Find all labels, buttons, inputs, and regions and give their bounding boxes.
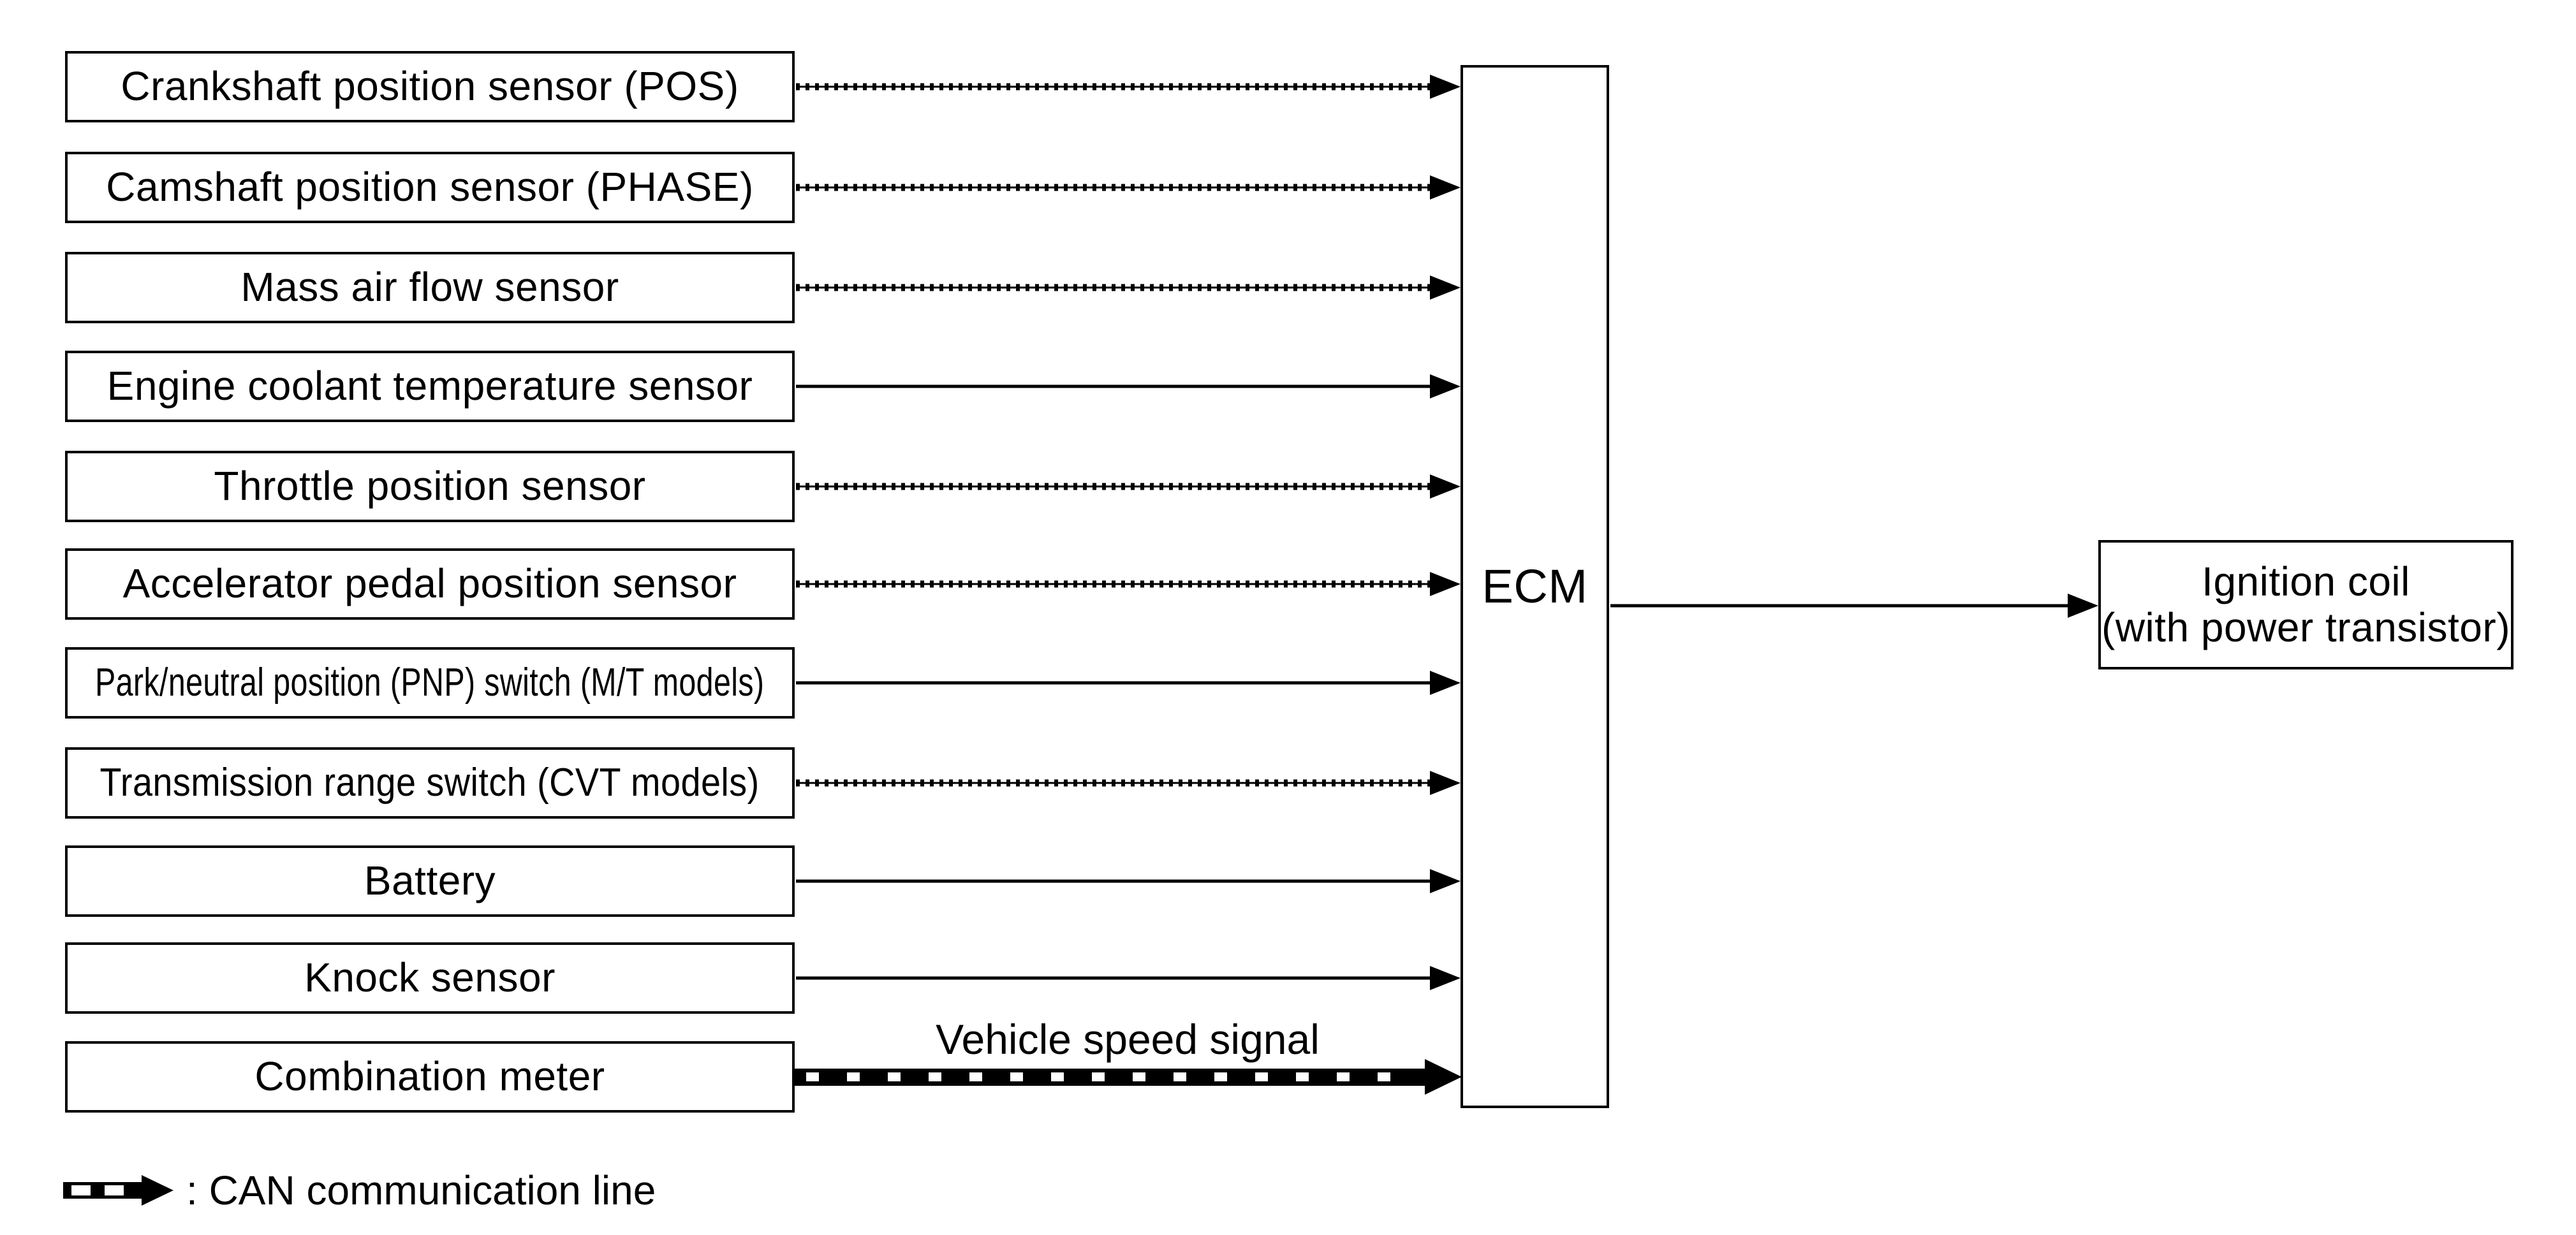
- input-box-accelerator-pedal-position-sensor: Accelerator pedal position sensor: [65, 548, 795, 620]
- can-arrow-stripes: [806, 1072, 1390, 1081]
- input-label: Mass air flow sensor: [240, 264, 619, 311]
- arrowhead-icon: [1430, 572, 1461, 596]
- arrowhead-icon: [1430, 175, 1461, 200]
- arrowhead-icon: [1430, 966, 1461, 990]
- output-label-line2: (with power transistor): [2101, 604, 2510, 650]
- input-label: Crankshaft position sensor (POS): [121, 63, 739, 110]
- ecm-box: ECM: [1461, 65, 1609, 1108]
- ecm-label: ECM: [1482, 559, 1588, 613]
- input-box-mass-air-flow-sensor: Mass air flow sensor: [65, 252, 795, 323]
- legend-can-communication-line: : CAN communication line: [186, 1167, 656, 1213]
- arrowhead-icon: [1430, 671, 1461, 695]
- vehicle-speed-signal-label: Vehicle speed signal: [936, 1016, 1320, 1063]
- input-box-combination-meter: Combination meter: [65, 1041, 795, 1113]
- connector-ect: [796, 374, 1461, 398]
- arrowhead-icon: [1430, 474, 1461, 499]
- input-label: Knock sensor: [304, 954, 556, 1001]
- connector-battery: [796, 869, 1461, 893]
- input-box-knock-sensor: Knock sensor: [65, 942, 795, 1014]
- arrowhead-icon: [2068, 594, 2098, 618]
- connector-crankshaft: [796, 75, 1461, 99]
- can-communication-arrow: [795, 1059, 1462, 1095]
- connector-transmission-range: [796, 771, 1461, 795]
- arrowhead-icon: [1425, 1059, 1462, 1095]
- output-box-ignition-coil: Ignition coil (with power transistor): [2098, 540, 2513, 669]
- arrowhead-icon: [1430, 275, 1461, 300]
- input-label: Combination meter: [254, 1053, 605, 1100]
- input-label: Transmission range switch (CVT models): [99, 761, 760, 805]
- connector-throttle: [796, 474, 1461, 499]
- input-label: Camshaft position sensor (PHASE): [106, 164, 754, 210]
- input-label: Park/neutral position (PNP) switch (M/T …: [95, 661, 765, 705]
- input-label: Accelerator pedal position sensor: [122, 560, 737, 607]
- arrowhead-icon: [1430, 374, 1461, 398]
- input-box-engine-coolant-temperature-sensor: Engine coolant temperature sensor: [65, 351, 795, 422]
- arrowhead-icon: [1430, 869, 1461, 893]
- connector-knock: [796, 966, 1461, 990]
- input-box-pnp-switch: Park/neutral position (PNP) switch (M/T …: [65, 647, 795, 719]
- input-box-battery: Battery: [65, 845, 795, 917]
- connector-accelerator: [796, 572, 1461, 596]
- input-label: Throttle position sensor: [214, 463, 646, 509]
- connector-ecm-to-ignition-coil: [1610, 594, 2098, 618]
- input-box-transmission-range-switch: Transmission range switch (CVT models): [65, 747, 795, 819]
- arrowhead-icon: [1430, 75, 1461, 99]
- connector-maf: [796, 275, 1461, 300]
- arrowhead-icon: [1430, 771, 1461, 795]
- legend-can-arrow-icon: [63, 1175, 173, 1206]
- input-connectors: [63, 75, 2098, 1206]
- input-label: Battery: [364, 858, 496, 904]
- output-label-line1: Ignition coil: [2202, 558, 2410, 604]
- input-box-camshaft-position-sensor: Camshaft position sensor (PHASE): [65, 152, 795, 223]
- input-label: Engine coolant temperature sensor: [107, 363, 753, 409]
- input-box-throttle-position-sensor: Throttle position sensor: [65, 451, 795, 522]
- connector-camshaft: [796, 175, 1461, 200]
- input-box-crankshaft-position-sensor: Crankshaft position sensor (POS): [65, 51, 795, 122]
- connector-pnp: [796, 671, 1461, 695]
